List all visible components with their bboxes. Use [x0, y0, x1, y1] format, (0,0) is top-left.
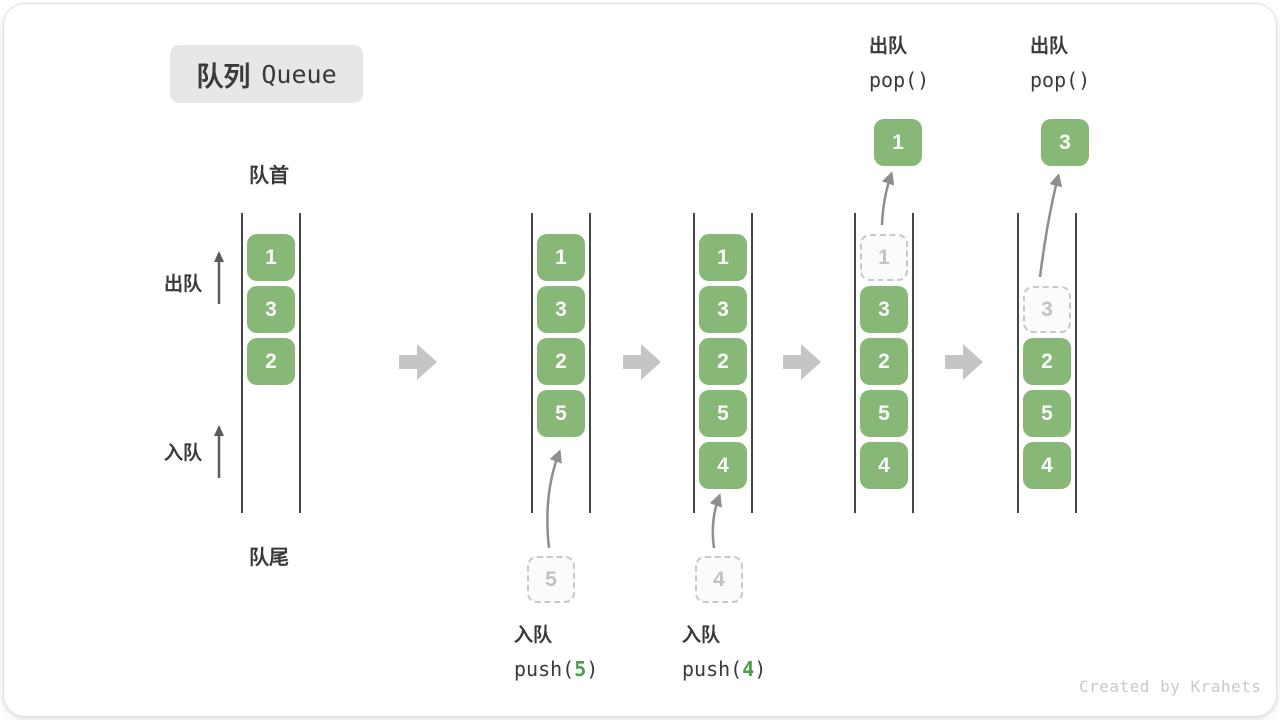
flow-arrow-1 — [399, 344, 437, 380]
queue-item: 3 — [699, 286, 747, 333]
queue-item: 3 — [247, 286, 295, 333]
queue-item: 2 — [247, 338, 295, 385]
queue-item: 2 — [1023, 338, 1071, 385]
push-4-label-zh: 入队 — [682, 625, 721, 646]
code-suffix: ) — [586, 657, 599, 681]
flow-arrow-3 — [783, 344, 821, 380]
pop-3-label-code: pop() — [1030, 68, 1091, 92]
title-badge: 队列 Queue — [170, 45, 363, 103]
flow-arrow-4 — [945, 344, 983, 380]
pop-1-label-code: pop() — [869, 68, 930, 92]
incoming-item-5: 5 — [527, 556, 575, 603]
title-en: Queue — [261, 59, 337, 89]
queue-state-5: 3 2 5 4 — [1017, 213, 1077, 513]
queue-item: 2 — [537, 338, 585, 385]
queue-item: 5 — [699, 390, 747, 437]
title-zh: 队列 — [196, 61, 251, 92]
pop-1-label-zh: 出队 — [869, 36, 908, 57]
queue-item: 3 — [537, 286, 585, 333]
code-prefix: push( — [682, 657, 743, 681]
push-5-label: 入队 push(5) — [514, 623, 598, 682]
arrows-layer — [214, 171, 1063, 549]
queue-item: 5 — [537, 390, 585, 437]
popped-slot: 3 — [1023, 286, 1071, 333]
queue-state-4: 1 3 2 5 4 — [854, 213, 914, 513]
diagram-canvas: 队列 Queue 队首 队尾 出队 入队 1 3 2 1 3 2 5 5 入队 … — [3, 3, 1277, 717]
watermark: Created by Krahets — [1079, 677, 1262, 696]
queue-item: 4 — [1023, 442, 1071, 489]
queue-item: 2 — [860, 338, 908, 385]
pop-1-arrow — [880, 171, 895, 226]
queue-item: 1 — [247, 234, 295, 281]
label-dequeue: 出队 — [163, 274, 202, 295]
push-4-arrow — [709, 493, 722, 549]
queue-state-1: 1 3 2 — [241, 213, 301, 513]
popped-slot: 1 — [860, 234, 908, 281]
queue-item: 4 — [699, 442, 747, 489]
outgoing-item-1: 1 — [874, 119, 922, 166]
code-prefix: push( — [514, 657, 575, 681]
queue-item: 1 — [699, 234, 747, 281]
label-queue-front: 队首 — [249, 165, 289, 187]
queue-item: 5 — [860, 390, 908, 437]
pop-1-label: 出队 pop() — [869, 34, 929, 93]
code-arg: 5 — [574, 657, 587, 681]
pop-3-label-zh: 出队 — [1030, 36, 1069, 57]
code-suffix: ) — [754, 657, 767, 681]
incoming-item-4: 4 — [695, 556, 743, 603]
pop-3-arrow — [1038, 173, 1063, 278]
outgoing-item-3: 3 — [1041, 119, 1089, 166]
queue-item: 3 — [860, 286, 908, 333]
push-4-label-code: push(4) — [682, 656, 766, 682]
pop-3-label: 出队 pop() — [1030, 34, 1090, 93]
label-queue-rear: 队尾 — [249, 547, 289, 569]
queue-state-3: 1 3 2 5 4 — [693, 213, 753, 513]
push-5-label-zh: 入队 — [514, 625, 553, 646]
code-arg: 4 — [742, 657, 755, 681]
push-5-arrow — [546, 449, 562, 549]
queue-item: 4 — [860, 442, 908, 489]
label-enqueue: 入队 — [163, 443, 202, 464]
queue-item: 5 — [1023, 390, 1071, 437]
queue-item: 1 — [537, 234, 585, 281]
queue-state-2: 1 3 2 5 — [531, 213, 591, 513]
push-4-label: 入队 push(4) — [682, 623, 766, 682]
push-5-label-code: push(5) — [514, 656, 598, 682]
flow-arrow-2 — [623, 344, 661, 380]
queue-item: 2 — [699, 338, 747, 385]
